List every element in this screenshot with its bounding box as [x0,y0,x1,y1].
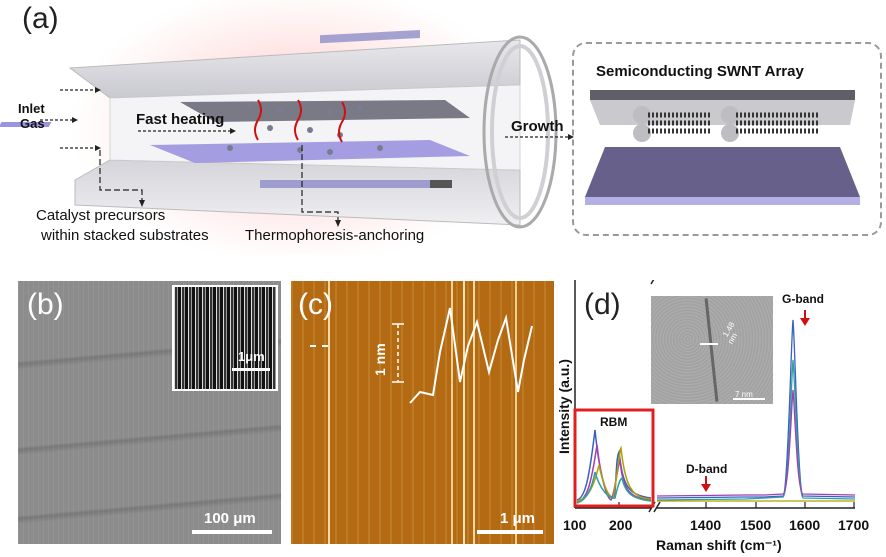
inlet-arrows [40,89,568,149]
afm-scalebar [477,530,543,534]
xtick-200: 200 [609,517,633,533]
sem-inset [172,285,278,391]
catalyst-label-1: Catalyst precursors [36,207,166,224]
tem-scalebar [733,398,765,400]
growth-label: Growth [511,118,564,135]
panel-c-label: (c) [298,288,333,321]
height-label: 1 nm [372,343,388,376]
furnace-tube-diagram [0,0,574,255]
inset-scale-label: 1μm [238,349,265,364]
xtick-1700: 1700 [838,517,870,533]
sem-scale-label: 100 μm [204,510,256,527]
tem-width-marker [700,343,718,345]
tube-lower-wall [74,159,521,226]
tem-inset [651,296,773,404]
afm-scale-label: 1 μm [500,510,536,527]
tube-end-ring [482,35,558,229]
x-axis-label: Raman shift (cm⁻¹) [656,537,782,553]
swnt-array-illustration [585,90,860,205]
inset-scalebar [232,368,270,371]
xtick-100: 100 [563,517,587,533]
swnt-array-box [572,42,882,236]
g-band-label: G-band [782,292,824,306]
profile-line-marker [310,345,328,347]
xtick-1500: 1500 [740,517,772,533]
sem-scalebar [192,530,272,534]
inlet-gas-label-1: Inlet [18,101,45,116]
thermophoresis-label: Thermophoresis-anchoring [245,227,425,244]
catalyst-label-2: within stacked substrates [41,227,209,244]
panel-a-label: (a) [22,2,59,35]
inlet-gas-label-2: Gas [20,116,45,131]
tem-scale-label: 7 nm [735,390,753,399]
swnt-array-title: Semiconducting SWNT Array [596,63,804,80]
fast-heating-label: Fast heating [136,111,225,128]
rbm-label: RBM [600,415,628,429]
afm-image [291,281,554,544]
d-band-label: D-band [686,462,728,476]
xtick-1600: 1600 [789,517,821,533]
callout-lines [99,145,339,220]
afm-height-profile [392,307,533,404]
panel-b-label: (b) [27,288,64,321]
rbm-highlight-box [573,408,655,508]
heat-arrows [254,99,346,143]
xtick-1400: 1400 [690,517,722,533]
arrow-heads [72,87,574,151]
raman-chart [573,280,856,513]
panel-d-label: (d) [584,288,621,321]
